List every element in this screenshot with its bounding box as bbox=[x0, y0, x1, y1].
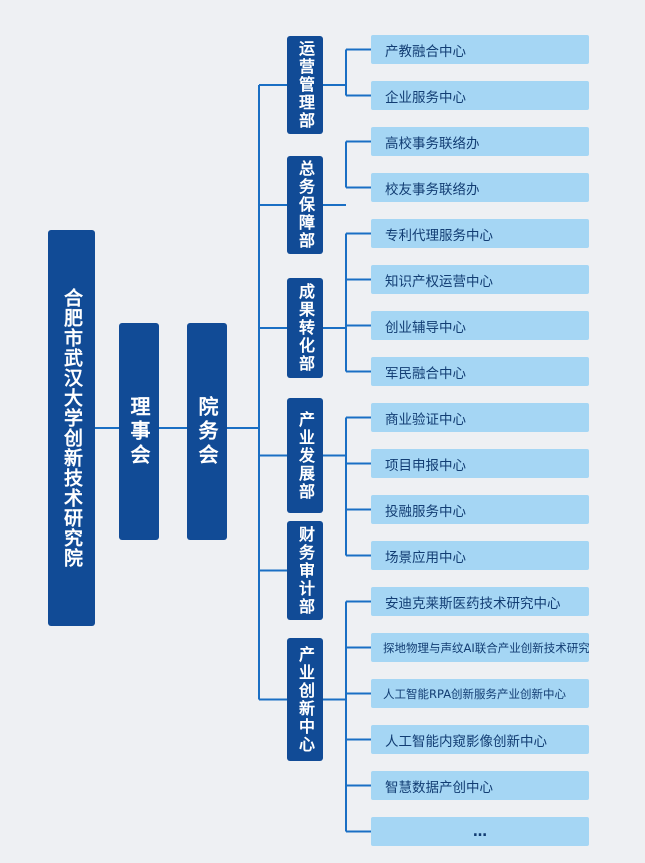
center-item[interactable]: 产教融合中心 bbox=[371, 35, 589, 64]
board-of-directors-box[interactable]: 理事会 bbox=[119, 323, 159, 540]
center-item[interactable]: 安迪克莱斯医药技术研究中心 bbox=[371, 587, 589, 616]
center-item[interactable]: 知识产权运营中心 bbox=[371, 265, 589, 294]
root-institute-label: 合肥市武汉大学创新技术研究院 bbox=[61, 288, 83, 568]
center-item[interactable]: 高校事务联络办 bbox=[371, 127, 589, 156]
council-box[interactable]: 院务会 bbox=[187, 323, 227, 540]
department-label: 财务审计部 bbox=[296, 525, 315, 616]
center-item[interactable]: 企业服务中心 bbox=[371, 81, 589, 110]
department-box[interactable]: 总务保障部 bbox=[287, 156, 323, 254]
department-label: 运营管理部 bbox=[296, 40, 315, 130]
center-item[interactable]: 投融服务中心 bbox=[371, 495, 589, 524]
center-item[interactable]: 商业验证中心 bbox=[371, 403, 589, 432]
department-box[interactable]: 成果转化部 bbox=[287, 278, 323, 378]
center-item[interactable]: 人工智能RPA创新服务产业创新中心 bbox=[371, 679, 589, 708]
center-item[interactable]: 创业辅导中心 bbox=[371, 311, 589, 340]
department-label: 产业发展部 bbox=[296, 410, 315, 501]
center-item[interactable]: 智慧数据产创中心 bbox=[371, 771, 589, 800]
center-item[interactable]: 校友事务联络办 bbox=[371, 173, 589, 202]
department-label: 总务保障部 bbox=[296, 160, 315, 250]
center-item[interactable]: 场景应用中心 bbox=[371, 541, 589, 570]
root-institute-box[interactable]: 合肥市武汉大学创新技术研究院 bbox=[48, 230, 95, 626]
center-item[interactable]: 探地物理与声纹AI联合产业创新技术研究中心 bbox=[371, 633, 589, 662]
council-label: 院务会 bbox=[195, 395, 219, 468]
department-label: 产业创新中心 bbox=[296, 645, 315, 754]
center-item[interactable]: 项目申报中心 bbox=[371, 449, 589, 478]
department-box[interactable]: 产业发展部 bbox=[287, 398, 323, 513]
department-label: 成果转化部 bbox=[296, 283, 315, 373]
more-centers-item[interactable]: … bbox=[371, 817, 589, 846]
department-box[interactable]: 财务审计部 bbox=[287, 521, 323, 620]
department-box[interactable]: 产业创新中心 bbox=[287, 638, 323, 761]
center-item[interactable]: 专利代理服务中心 bbox=[371, 219, 589, 248]
department-box[interactable]: 运营管理部 bbox=[287, 36, 323, 134]
center-item[interactable]: 军民融合中心 bbox=[371, 357, 589, 386]
center-item[interactable]: 人工智能内窥影像创新中心 bbox=[371, 725, 589, 754]
board-label: 理事会 bbox=[127, 395, 151, 468]
